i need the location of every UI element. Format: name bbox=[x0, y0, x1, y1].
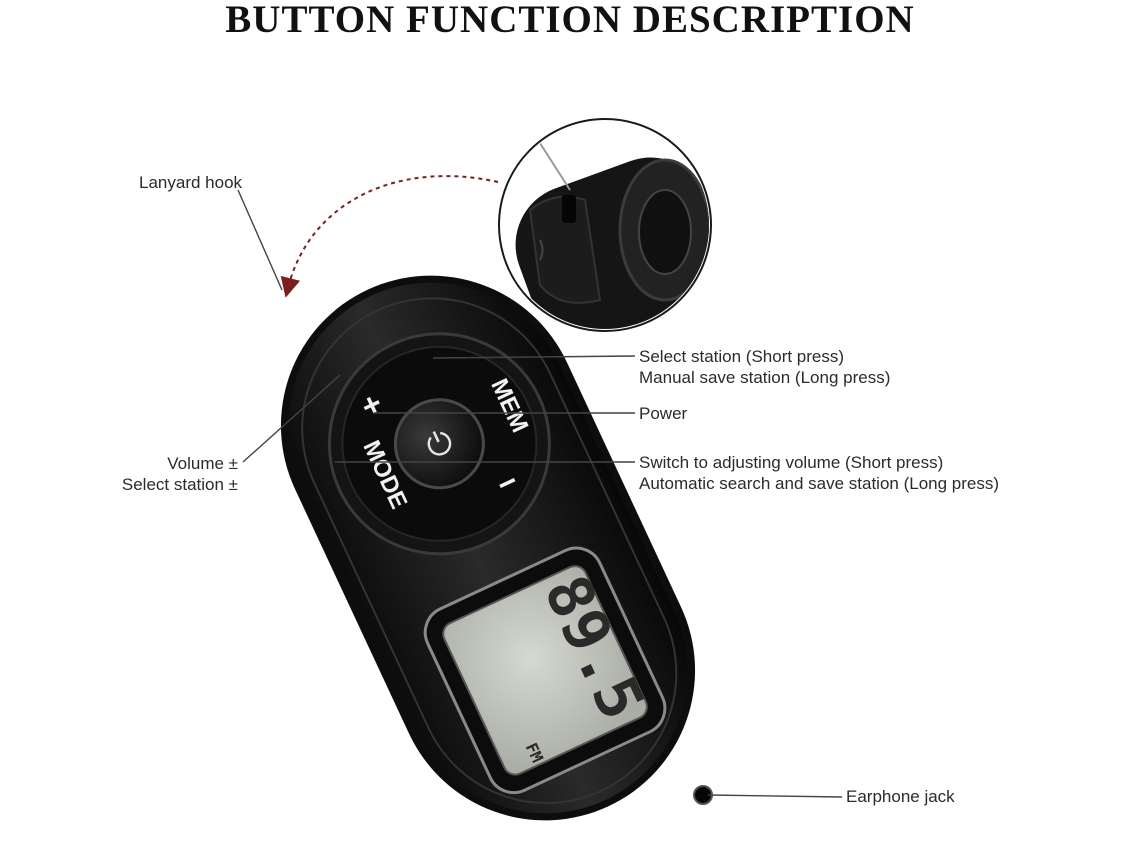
mem-callout-line1: Select station (Short press) bbox=[639, 346, 890, 367]
volume-callout: Volume ± Select station ± bbox=[122, 453, 238, 495]
mem-callout: Select station (Short press) Manual save… bbox=[639, 346, 890, 388]
mode-callout-line2: Automatic search and save station (Long … bbox=[639, 473, 999, 494]
volume-callout-line1: Volume ± bbox=[122, 453, 238, 474]
lanyard-pointer-arrow bbox=[288, 176, 498, 288]
mode-callout-line1: Switch to adjusting volume (Short press) bbox=[639, 452, 999, 473]
mode-callout: Switch to adjusting volume (Short press)… bbox=[639, 452, 999, 494]
radio-device bbox=[232, 226, 745, 855]
mem-callout-line2: Manual save station (Long press) bbox=[639, 367, 890, 388]
power-callout: Power bbox=[639, 403, 687, 424]
volume-callout-line2: Select station ± bbox=[122, 474, 238, 495]
lanyard-hook-label: Lanyard hook bbox=[139, 172, 242, 193]
earphone-jack-label: Earphone jack bbox=[846, 786, 955, 807]
